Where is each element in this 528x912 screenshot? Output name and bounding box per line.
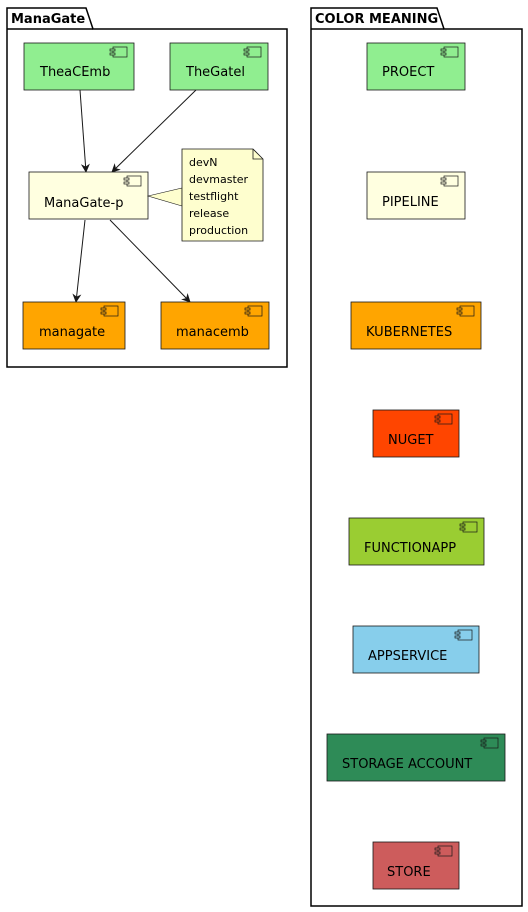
edge-theacemb-to-managate-p xyxy=(79,89,90,173)
legend-nuget-label: NUGET xyxy=(388,433,434,448)
component-manacemb-label: manacemb xyxy=(176,325,249,340)
component-managate-p-label: ManaGate-p xyxy=(44,196,123,211)
component-icon xyxy=(459,521,478,533)
component-icon xyxy=(456,305,475,317)
note-box xyxy=(181,148,264,242)
component-icon xyxy=(123,175,142,187)
component-thegatel-box xyxy=(169,42,269,91)
legend-pipeline-label: PIPELINE xyxy=(382,195,439,210)
edges xyxy=(72,89,197,303)
note-line: production xyxy=(189,224,248,237)
component-icon xyxy=(244,305,263,317)
component-icon xyxy=(434,413,453,425)
component-theacemb-box xyxy=(23,42,135,91)
legend-appservice-label: APPSERVICE xyxy=(368,649,447,664)
component-icon xyxy=(440,46,459,58)
legend-functionapp-label: FUNCTIONAPP xyxy=(364,541,456,556)
component-icon xyxy=(100,305,119,317)
component-theacemb-label: TheaCEmb xyxy=(39,65,110,80)
component-thegatel[interactable]: TheGatel xyxy=(169,42,269,91)
legend-pipeline[interactable]: PIPELINE xyxy=(366,171,466,220)
note-line: testflight xyxy=(189,190,239,203)
component-thegatel-label: TheGatel xyxy=(185,65,245,80)
component-manacemb-box xyxy=(160,301,270,350)
note-branches: devN devmaster testflight release produc… xyxy=(146,148,264,242)
package-managate: ManaGate xyxy=(6,7,288,368)
note-line: devmaster xyxy=(189,173,249,186)
legend-pipeline-box xyxy=(366,171,466,220)
component-managate[interactable]: managate xyxy=(22,301,126,350)
component-icon xyxy=(434,845,453,857)
legend-functionapp[interactable]: FUNCTIONAPP xyxy=(348,517,485,566)
legend-storage-account-box xyxy=(326,733,506,782)
legend-project[interactable]: PROECT xyxy=(366,42,466,91)
legend-store[interactable]: STORE xyxy=(372,841,460,890)
component-manacemb[interactable]: manacemb xyxy=(160,301,270,350)
component-theacemb[interactable]: TheaCEmb xyxy=(23,42,135,91)
component-icon xyxy=(480,737,499,749)
package-managate-title: ManaGate xyxy=(11,12,85,27)
edge-managate-p-to-manacemb xyxy=(109,219,191,303)
component-managate-p[interactable]: ManaGate-p xyxy=(28,171,149,220)
component-icon xyxy=(440,175,459,187)
component-managate-label: managate xyxy=(39,325,105,340)
legend-storage-account-label: STORAGE ACCOUNT xyxy=(342,757,472,772)
package-color-meaning-frame xyxy=(310,7,523,907)
edge-managate-p-to-managate xyxy=(72,219,86,303)
legend-storage-account[interactable]: STORAGE ACCOUNT xyxy=(326,733,506,782)
legend-nuget[interactable]: NUGET xyxy=(372,409,460,458)
note-connector xyxy=(146,187,183,207)
legend-nuget-box xyxy=(372,409,460,458)
note-line: release xyxy=(189,207,229,220)
edge-thegatel-to-managate-p xyxy=(111,89,197,173)
package-managate-frame xyxy=(6,7,288,368)
component-managate-box xyxy=(22,301,126,350)
note-fold xyxy=(252,149,263,160)
legend-kubernetes-label: KUBERNETES xyxy=(366,325,452,340)
legend-project-box xyxy=(366,42,466,91)
component-icon xyxy=(109,46,128,58)
component-icon xyxy=(243,46,262,58)
legend-project-label: PROECT xyxy=(382,65,434,80)
package-color-meaning-title: COLOR MEANING xyxy=(315,12,438,27)
legend-store-label: STORE xyxy=(387,865,431,880)
note-line: devN xyxy=(189,156,218,169)
legend-appservice[interactable]: APPSERVICE xyxy=(352,625,480,674)
component-icon xyxy=(454,629,473,641)
package-color-meaning: COLOR MEANING xyxy=(310,7,523,907)
legend-store-box xyxy=(372,841,460,890)
legend-kubernetes[interactable]: KUBERNETES xyxy=(350,301,482,350)
